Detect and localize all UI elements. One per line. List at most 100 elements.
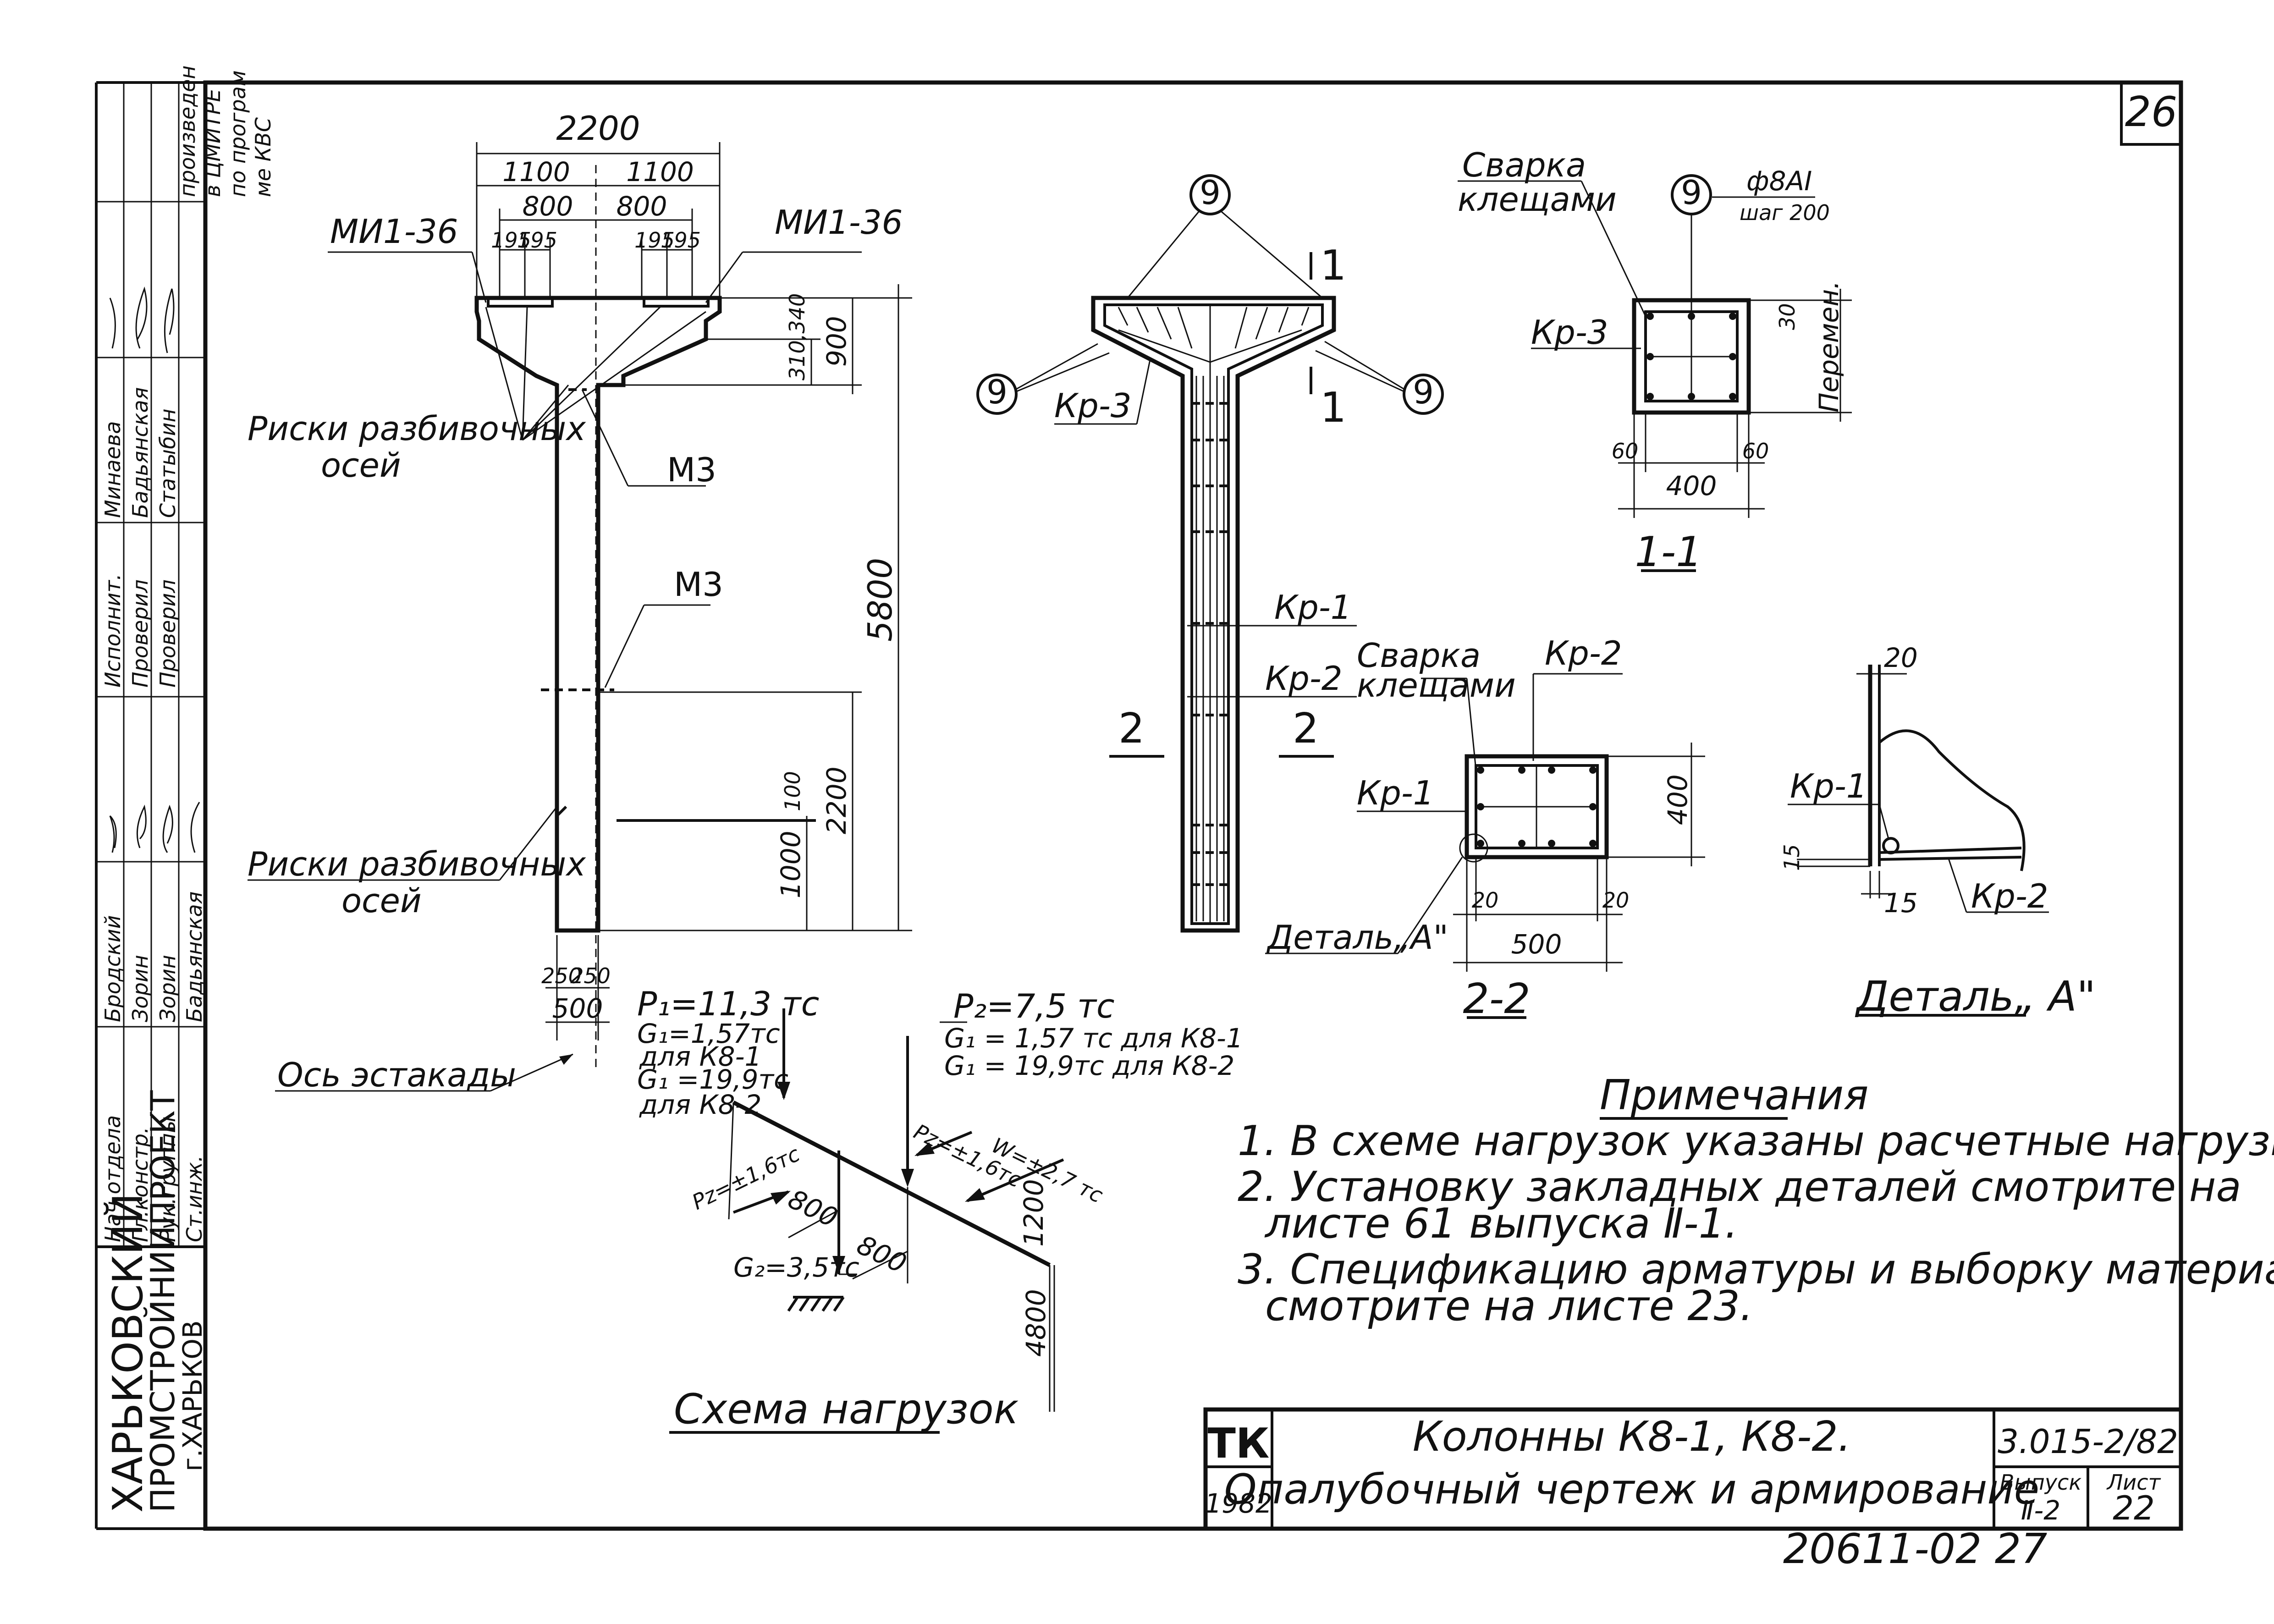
dim-60-right: 60 — [1742, 439, 1769, 463]
position-bubble-9: 9 — [1200, 173, 1221, 212]
stamp-role: Проверил — [155, 579, 180, 688]
sheet-frame — [203, 80, 2183, 1531]
dim-1100-left: 1100 — [502, 156, 570, 187]
tk-logo: ТК — [1208, 1420, 1270, 1468]
dim-4800-load: 4800 — [1020, 1289, 1052, 1357]
detail-kr1: Кр-1 — [1790, 767, 1867, 805]
stamp-note-line: произведен — [175, 66, 200, 197]
stamp-note: произведен в ЦМИТРЕ по програм ме КВС — [175, 66, 275, 197]
dim-500-2: 500 — [1511, 929, 1562, 960]
note-line: 1. В схеме нагрузок указаны расчетные на… — [1238, 1117, 2274, 1165]
dim-1200-load: 1200 — [1018, 1179, 1049, 1247]
archive-number: 20611-02 27 — [1783, 1525, 2047, 1573]
cut-mark-1: 1 — [1320, 242, 1346, 290]
load-g1c: G₁ = 1,57 тс для К8-1 — [944, 1023, 1243, 1054]
dim-15-vertical: 15 — [1779, 844, 1804, 871]
load-g1a: G₁=1,57тс — [637, 1018, 780, 1049]
stamp-role: Ст.инж. — [182, 1155, 207, 1242]
stamp-name: Зорин — [155, 955, 180, 1022]
load-g2: G₂=3,5тс — [733, 1252, 859, 1283]
dim-500: 500 — [552, 993, 603, 1024]
embed-mark-right: МИ1-36 — [775, 203, 903, 242]
detail-a — [1788, 665, 2049, 1017]
dim-5800: 5800 — [861, 558, 899, 642]
section11-kr3: Кр-3 — [1531, 313, 1608, 352]
title-block — [1203, 1407, 2183, 1531]
dim-195: 195 — [491, 228, 531, 253]
reinf-kr1-label: Кр-1 — [1274, 588, 1352, 627]
section11-weld: Сварка — [1462, 146, 1586, 184]
stamp-note-line: в ЦМИТРЕ — [200, 89, 225, 197]
stamp-name: Статыбин — [155, 408, 180, 518]
stamp-role: Рук.группы — [155, 1117, 180, 1242]
stamp-role: Проверил — [128, 579, 153, 688]
year: 1982 — [1205, 1488, 1272, 1519]
detail-a-title: Деталь„ А" — [1855, 973, 2096, 1021]
dim-250-left: 250 — [541, 963, 582, 988]
section11-title: 1-1 — [1635, 528, 1702, 576]
section22-weld: клещами — [1357, 666, 1516, 705]
embed-m3-top: М3 — [667, 451, 716, 489]
position-bubble-9: 9 — [1413, 373, 1434, 411]
load-p2: P₂=7,5 тс — [953, 987, 1115, 1025]
org-line: ХАРЬКОВСКИЙ — [103, 1193, 152, 1513]
embed-m3-mid: М3 — [674, 565, 723, 604]
section11-weld: клещами — [1458, 180, 1617, 219]
cut-mark-2: 2 — [1293, 705, 1319, 753]
axis-label: Ось эстакады — [277, 1056, 516, 1094]
document-code: 3.015-2/82 — [1998, 1422, 2178, 1461]
cut-mark-2: 2 — [1118, 705, 1145, 753]
issue-value: Ⅱ-2 — [2021, 1495, 2060, 1526]
risks-label-bottom: осей — [341, 881, 422, 920]
section22-weld: Сварка — [1357, 636, 1481, 675]
dim-800-left: 800 — [523, 191, 573, 222]
detail-a-callout: Деталь„А" — [1266, 918, 1448, 957]
section22-title: 2-2 — [1463, 975, 1531, 1023]
dim-20-right: 20 — [1602, 888, 1630, 913]
org-line: г.ХАРЬКОВ — [177, 1320, 208, 1471]
dim-15-horizontal: 15 — [1884, 887, 1918, 919]
load-scheme-title: Схема нагрузок — [674, 1385, 1019, 1433]
org-line: ПРОМСТРОЙНИИПРОЕКТ — [143, 1090, 182, 1513]
dim-800-load-b: 800 — [852, 1229, 911, 1279]
stamp-name: Минаева — [100, 421, 125, 518]
dim-310-340: 310,340 — [785, 293, 809, 380]
notes-title: Примечания — [1600, 1071, 1868, 1119]
stamp-role: Гл.констр. — [128, 1127, 153, 1242]
issue-label: Выпуск — [2000, 1470, 2081, 1495]
stamp-name: Бадьянская — [128, 387, 153, 518]
section11-bar: ф8АI — [1746, 165, 1812, 197]
note-line: смотрите на листе 23. — [1265, 1282, 1753, 1330]
dim-400: 400 — [1666, 470, 1717, 501]
stamp-name: Бродский — [100, 915, 125, 1022]
dim-250-right: 250 — [570, 963, 611, 988]
dim-100: 100 — [780, 771, 805, 811]
section11-bubble-9: 9 — [1681, 173, 1702, 212]
stamp-name: Бадьянская — [182, 892, 207, 1022]
dim-400-2: 400 — [1662, 774, 1693, 825]
load-p1: P₁=11,3 тс — [637, 985, 819, 1023]
load-g1b-note: для К8-2 — [639, 1089, 761, 1120]
section11-step: шаг 200 — [1740, 200, 1830, 225]
stamp-note-line: ме КВС — [251, 117, 275, 197]
dim-20-detail: 20 — [1884, 642, 1918, 673]
dim-2200-lower: 2200 — [821, 766, 852, 834]
reinf-kr3-label: Кр-3 — [1054, 386, 1132, 425]
organization-name: ХАРЬКОВСКИЙ ПРОМСТРОЙНИИПРОЕКТ г.ХАРЬКОВ — [103, 1090, 208, 1513]
stamp-note-line: по програм — [226, 70, 250, 197]
sheet-number: 26 — [2125, 88, 2178, 136]
column-reinforcement — [976, 174, 1444, 933]
load-g1b: G₁ =19,9тс — [637, 1064, 788, 1095]
section22-kr2: Кр-2 — [1545, 634, 1622, 672]
column-elevation — [248, 142, 912, 1092]
dim-195: 195 — [634, 228, 675, 253]
position-bubble-9: 9 — [986, 373, 1008, 411]
risks-label-top: осей — [321, 446, 401, 484]
stamp-names: Бродский Зорин Зорин Бадьянская Минаева … — [100, 387, 207, 1022]
note-line: листе 61 выпуска Ⅱ-1. — [1264, 1200, 1738, 1248]
cut-mark-1: 1 — [1320, 384, 1346, 432]
dim-800-right: 800 — [617, 191, 667, 222]
dim-900: 900 — [821, 316, 852, 367]
section-2-2 — [1265, 673, 1705, 1019]
